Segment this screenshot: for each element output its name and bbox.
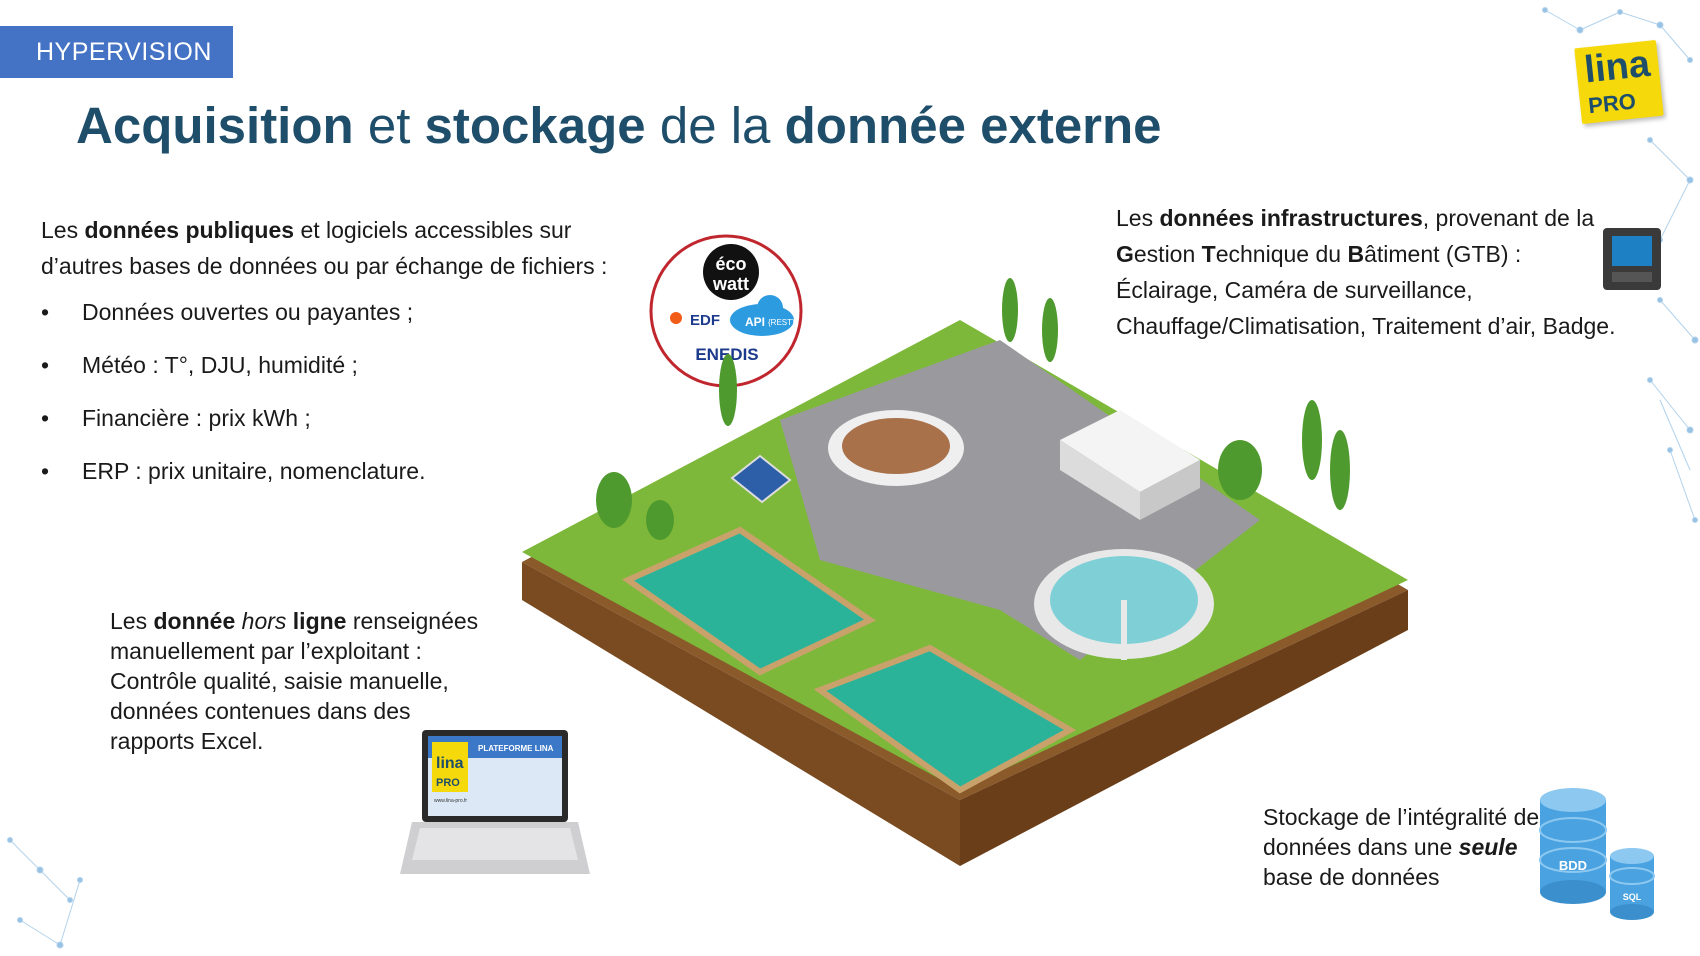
svg-text:{REST}: {REST} [768, 318, 795, 327]
api-rest-cloud-icon: API {REST} [730, 295, 795, 336]
svg-text:PRO: PRO [436, 777, 460, 789]
svg-text:www.lina-pro.fr: www.lina-pro.fr [434, 798, 467, 804]
list-item: •ERP : prix unitaire, nomenclature. [41, 458, 426, 484]
list-item: •Financière : prix kWh ; [41, 405, 311, 431]
public-data-list: •Données ouvertes ou payantes ; •Météo :… [41, 294, 621, 506]
ecowatt-logo: éco [715, 254, 746, 274]
section-tag: HYPERVISION [0, 26, 233, 78]
svg-text:BDD: BDD [1559, 858, 1587, 873]
list-item: •Météo : T°, DJU, humidité ; [41, 352, 358, 378]
offline-data-block: Les donnée hors ligne renseignées manuel… [110, 608, 479, 754]
page-title: Acquisition et stockage de la donnée ext… [76, 97, 1162, 154]
svg-text:SQL: SQL [1623, 892, 1642, 902]
svg-text:EDF: EDF [690, 312, 720, 329]
svg-text:lina: lina [436, 755, 464, 772]
enedis-logo: ENEDIS [695, 345, 758, 364]
storage-block: Stockage de l’intégralité des données da… [1263, 804, 1551, 890]
lina-pro-logo: lina PRO [1574, 39, 1664, 125]
list-item: •Données ouvertes ou payantes ; [41, 299, 414, 325]
public-data-intro: Les données publiques et logiciels acces… [41, 217, 608, 279]
svg-text:watt: watt [712, 274, 749, 294]
public-data-block: Les données publiques et logiciels acces… [41, 212, 621, 506]
edf-logo: EDF [670, 312, 720, 329]
svg-text:API: API [745, 315, 765, 329]
infra-data-block: Les données infrastructures, provenant d… [1116, 205, 1616, 339]
